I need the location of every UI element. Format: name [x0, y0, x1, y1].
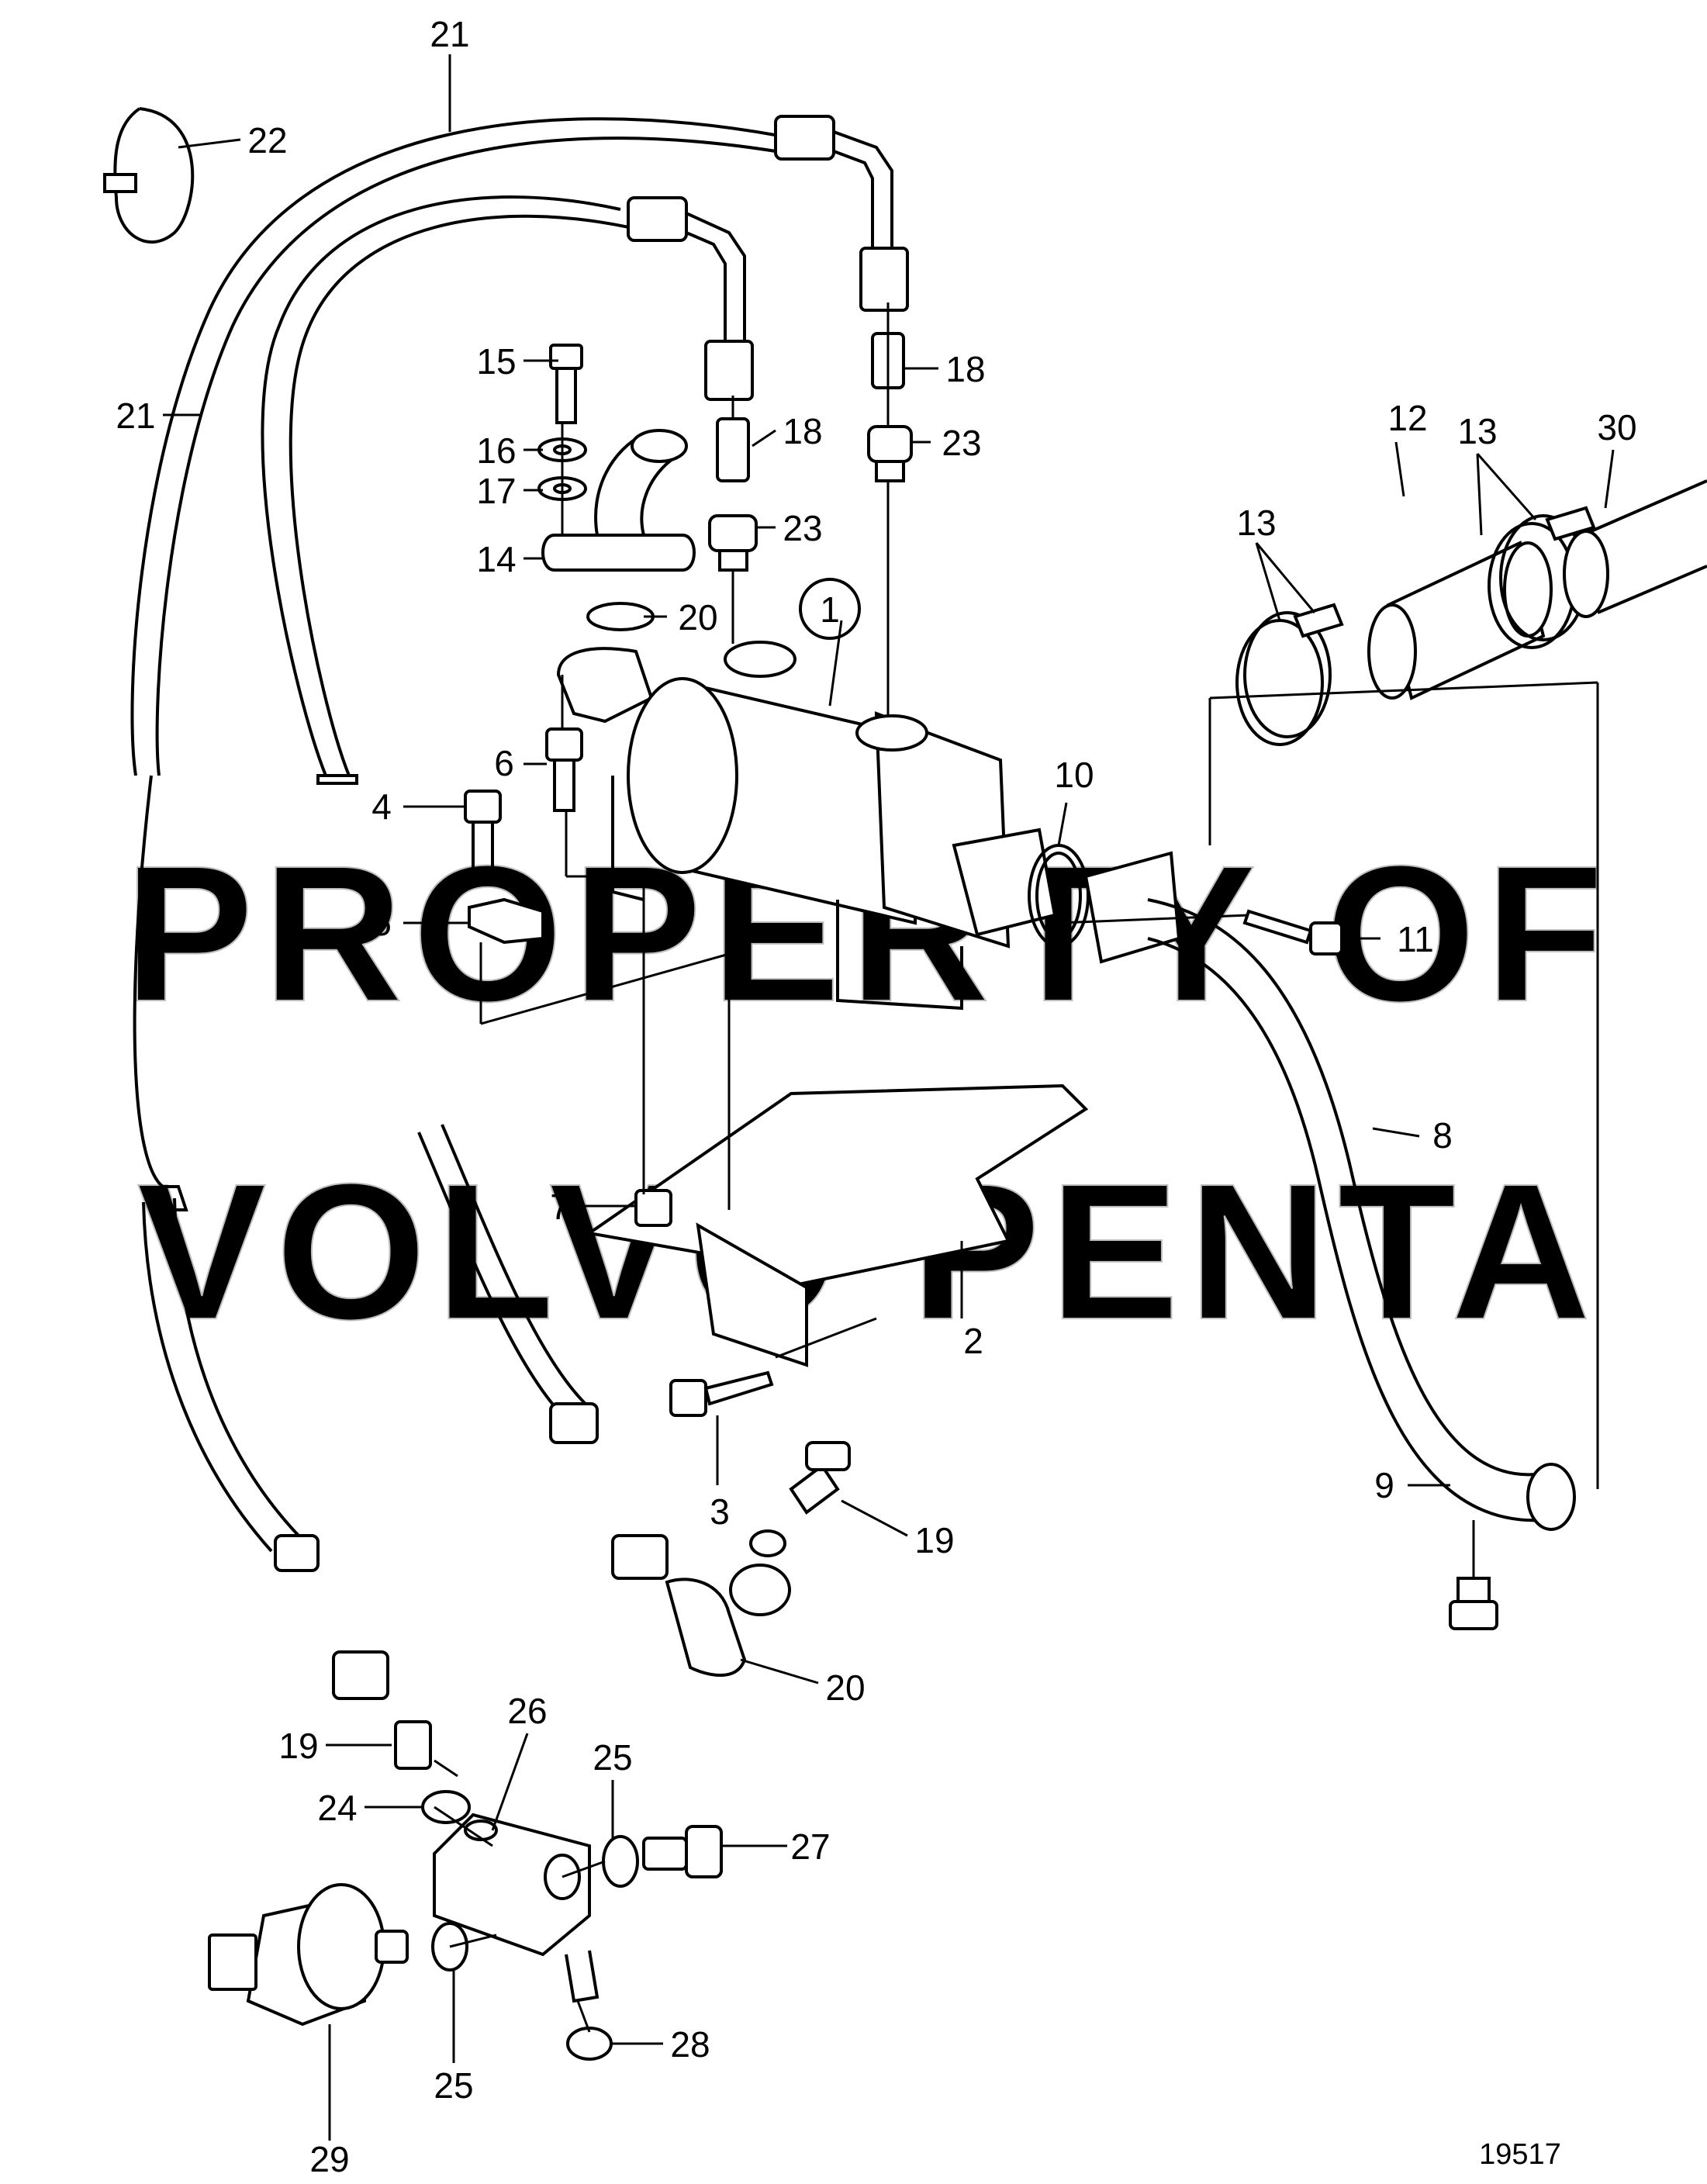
callout-20-lower: 20 — [825, 1667, 865, 1708]
callout-5: 5 — [371, 903, 392, 943]
plug-27 — [642, 1825, 723, 1878]
washer-25-upper — [602, 1835, 639, 1888]
callout-15: 15 — [476, 341, 516, 382]
callout-13-left: 13 — [1236, 503, 1276, 543]
washer-24 — [421, 1790, 471, 1824]
callout-9: 9 — [1374, 1465, 1394, 1505]
nut-23-right — [867, 425, 913, 482]
hose-end-fitting-top-right — [774, 115, 909, 312]
hose-end-fitting-lower-left — [274, 1534, 389, 1700]
callout-3: 3 — [710, 1491, 730, 1532]
callout-19-lower: 19 — [278, 1726, 318, 1766]
screw-11 — [1242, 909, 1343, 955]
screw-15 — [549, 344, 583, 424]
callout-24: 24 — [317, 1788, 357, 1828]
figure-number: 19517 — [1479, 2138, 1561, 2171]
callout-23-left: 23 — [783, 508, 822, 548]
nut-7 — [634, 1189, 672, 1227]
sensor-29 — [208, 1883, 409, 2027]
callout-19-upper: 19 — [914, 1520, 954, 1560]
callout-30: 30 — [1597, 407, 1636, 448]
callout-17: 17 — [476, 471, 516, 511]
leader-lines — [163, 54, 1615, 2141]
o-ring-20-top — [586, 602, 655, 631]
callout-1-circle — [799, 578, 861, 640]
callout-7: 7 — [550, 1187, 570, 1227]
callout-29: 29 — [309, 2139, 349, 2179]
callout-26: 26 — [507, 1691, 547, 1731]
callout-21-top: 21 — [430, 14, 469, 54]
cable-tie-22 — [103, 107, 195, 244]
alignment-lines — [434, 302, 1599, 2033]
adaptor-18-left — [716, 417, 750, 482]
screw-6 — [545, 727, 583, 812]
callout-12: 12 — [1387, 398, 1427, 438]
callout-20-top: 20 — [678, 597, 717, 638]
elbow-flange-14 — [541, 429, 696, 572]
callout-6: 6 — [494, 743, 514, 783]
hose-12 — [1367, 541, 1553, 700]
plug-9 — [1449, 1577, 1498, 1630]
callout-21-left: 21 — [116, 396, 155, 436]
hose-end-fitting-top-left — [627, 196, 754, 401]
callout-10: 10 — [1054, 755, 1094, 795]
callout-18-right: 18 — [945, 349, 985, 389]
callout-23-right: 23 — [942, 423, 981, 463]
callout-25-lower: 25 — [434, 2065, 473, 2106]
hose-21-outer — [130, 117, 800, 1553]
callout-13-right: 13 — [1457, 411, 1497, 451]
callout-2: 2 — [963, 1321, 983, 1361]
callout-11: 11 — [1397, 919, 1434, 959]
callout-28: 28 — [670, 2024, 710, 2065]
heat-exchanger-1 — [556, 641, 1057, 1011]
callout-1: 1 — [820, 589, 840, 630]
callout-18-left: 18 — [783, 411, 822, 451]
nut-23-left — [708, 514, 758, 572]
elbow-20-lower — [665, 1564, 791, 1677]
bracket-2 — [585, 1083, 1089, 1367]
washer-28 — [566, 2027, 613, 2061]
connector-block-26 — [433, 1813, 600, 2003]
callout-4: 4 — [371, 786, 392, 827]
callout-labels: 1 2 3 4 5 6 7 8 9 10 11 12 13 13 14 15 1… — [116, 14, 1636, 2179]
adaptor-19-upper — [749, 1441, 851, 1557]
callout-22: 22 — [247, 120, 287, 161]
hose-end-fitting-lower — [549, 1402, 669, 1580]
callout-8: 8 — [1432, 1115, 1453, 1156]
clamp-5 — [468, 897, 544, 945]
callout-16: 16 — [476, 430, 516, 471]
pipe-30 — [1563, 479, 1707, 618]
screw-3 — [669, 1370, 774, 1417]
callout-27: 27 — [790, 1826, 830, 1867]
adaptor-19-lower — [394, 1720, 432, 1770]
hose-21-inner — [261, 195, 637, 1421]
hose-clamps-13 — [1235, 506, 1596, 746]
callout-14: 14 — [476, 539, 516, 579]
callout-25-upper: 25 — [593, 1737, 632, 1778]
